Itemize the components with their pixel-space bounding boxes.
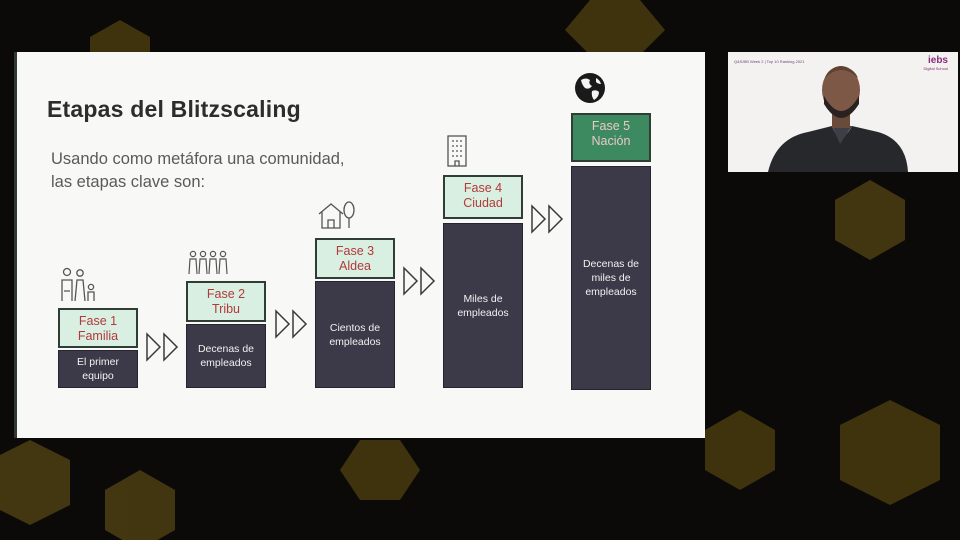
stage-5-name: Nación (591, 134, 631, 148)
stage-3-name: Aldea (339, 259, 371, 273)
tribe-people-icon (188, 250, 228, 275)
stage-3-desc: Cientos de empleados (329, 321, 381, 348)
stage-1-phase: Fase 1 (78, 314, 118, 328)
stage-5-phase: Fase 5 (591, 119, 631, 133)
stage-4-desc: Miles de empleados (457, 292, 509, 319)
slide-subtitle-line-2: las etapas clave son: (51, 173, 206, 191)
stage-2-bar: Decenas de empleados (186, 324, 266, 388)
iebs-logo-subtitle: Digital School (923, 66, 948, 71)
stage-5-desc: Decenas de miles de empleados (582, 258, 640, 298)
stage-2-desc: Decenas de empleados (197, 343, 255, 369)
stage-3-label: Fase 3 Aldea (315, 238, 395, 279)
stage-4-phase: Fase 4 (463, 181, 503, 195)
village-house-icon (318, 201, 355, 229)
iebs-logo: iebs (927, 55, 948, 66)
city-building-icon (447, 135, 467, 167)
webcam-caption: Q&S/BB Week 2 | Top 10 Ranking 2021 (734, 59, 805, 64)
stage-1-bar: El primer equipo (58, 350, 138, 388)
presentation-slide: Etapas del Blitzscaling Usando como metá… (14, 52, 705, 438)
double-arrow-icon (403, 266, 436, 296)
slide-subtitle-line-1: Usando como metáfora una comunidad, (51, 150, 345, 168)
stage-3-phase: Fase 3 (335, 244, 375, 258)
slide-title: Etapas del Blitzscaling (47, 96, 301, 122)
stage-3-bar: Cientos de empleados (315, 281, 395, 388)
presenter-video (768, 66, 908, 172)
double-arrow-icon (146, 332, 179, 362)
family-icon (61, 267, 95, 302)
stage-1-label: Fase 1 Familia (58, 308, 138, 348)
slide-subtitle: Usando como metáfora una comunidad, las … (51, 148, 381, 194)
stage-2-label: Fase 2 Tribu (186, 281, 266, 322)
stage-2-name: Tribu (211, 302, 240, 316)
double-arrow-icon (275, 309, 308, 339)
double-arrow-icon (531, 204, 564, 234)
stage-4-name: Ciudad (463, 196, 503, 210)
stage-1-name: Familia (77, 329, 119, 343)
globe-icon (575, 73, 605, 103)
webcam-panel: Q&S/BB Week 2 | Top 10 Ranking 2021 iebs… (728, 52, 958, 172)
stage-1-desc: El primer equipo (76, 356, 119, 382)
stage-4-bar: Miles de empleados (443, 223, 523, 388)
stage-4-label: Fase 4 Ciudad (443, 175, 523, 219)
stage-5-label: Fase 5 Nación (571, 113, 651, 162)
stage-2-phase: Fase 2 (206, 287, 246, 301)
stage-5-bar: Decenas de miles de empleados (571, 166, 651, 390)
